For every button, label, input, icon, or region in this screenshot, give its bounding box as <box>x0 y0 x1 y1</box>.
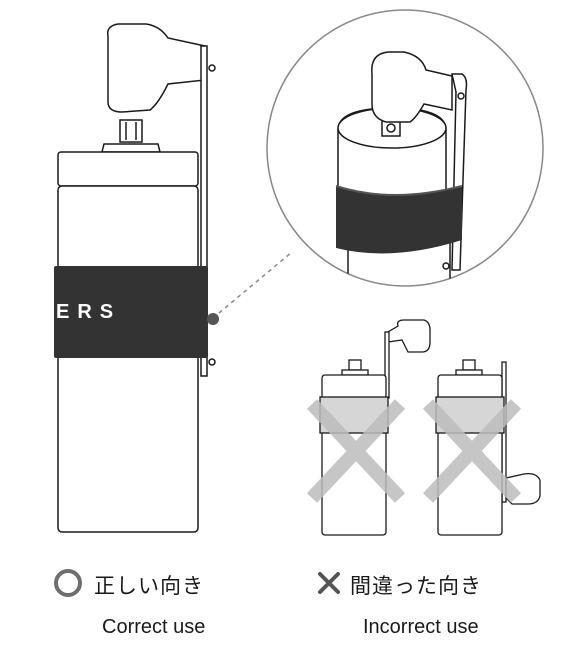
arm-screw-top <box>208 64 216 72</box>
lid <box>57 151 199 187</box>
arm-screw-bottom <box>208 358 216 366</box>
zoom-band <box>336 186 462 254</box>
handle-knob <box>106 23 206 113</box>
circle-icon <box>54 569 82 597</box>
crank-arm <box>200 45 208 377</box>
cross-a <box>306 399 406 503</box>
correct-label-en: Correct use <box>102 616 206 638</box>
correct-label-ja: 正しい向き <box>94 574 204 598</box>
incorrect-label-ja: 間違った向き <box>350 574 482 598</box>
cross-icon <box>318 572 340 594</box>
cross-b <box>422 399 522 503</box>
zoom-connector <box>218 251 293 314</box>
incorrect-label-en: Incorrect use <box>363 616 479 638</box>
zoom-band-top <box>335 185 463 196</box>
shaft <box>119 119 143 143</box>
band-dot <box>207 313 219 325</box>
grinder-body <box>57 185 199 533</box>
band-text: ERS <box>56 301 121 323</box>
incorrect-grinder-b <box>437 359 541 536</box>
top-cap <box>101 143 161 153</box>
rubber-band <box>54 266 208 358</box>
